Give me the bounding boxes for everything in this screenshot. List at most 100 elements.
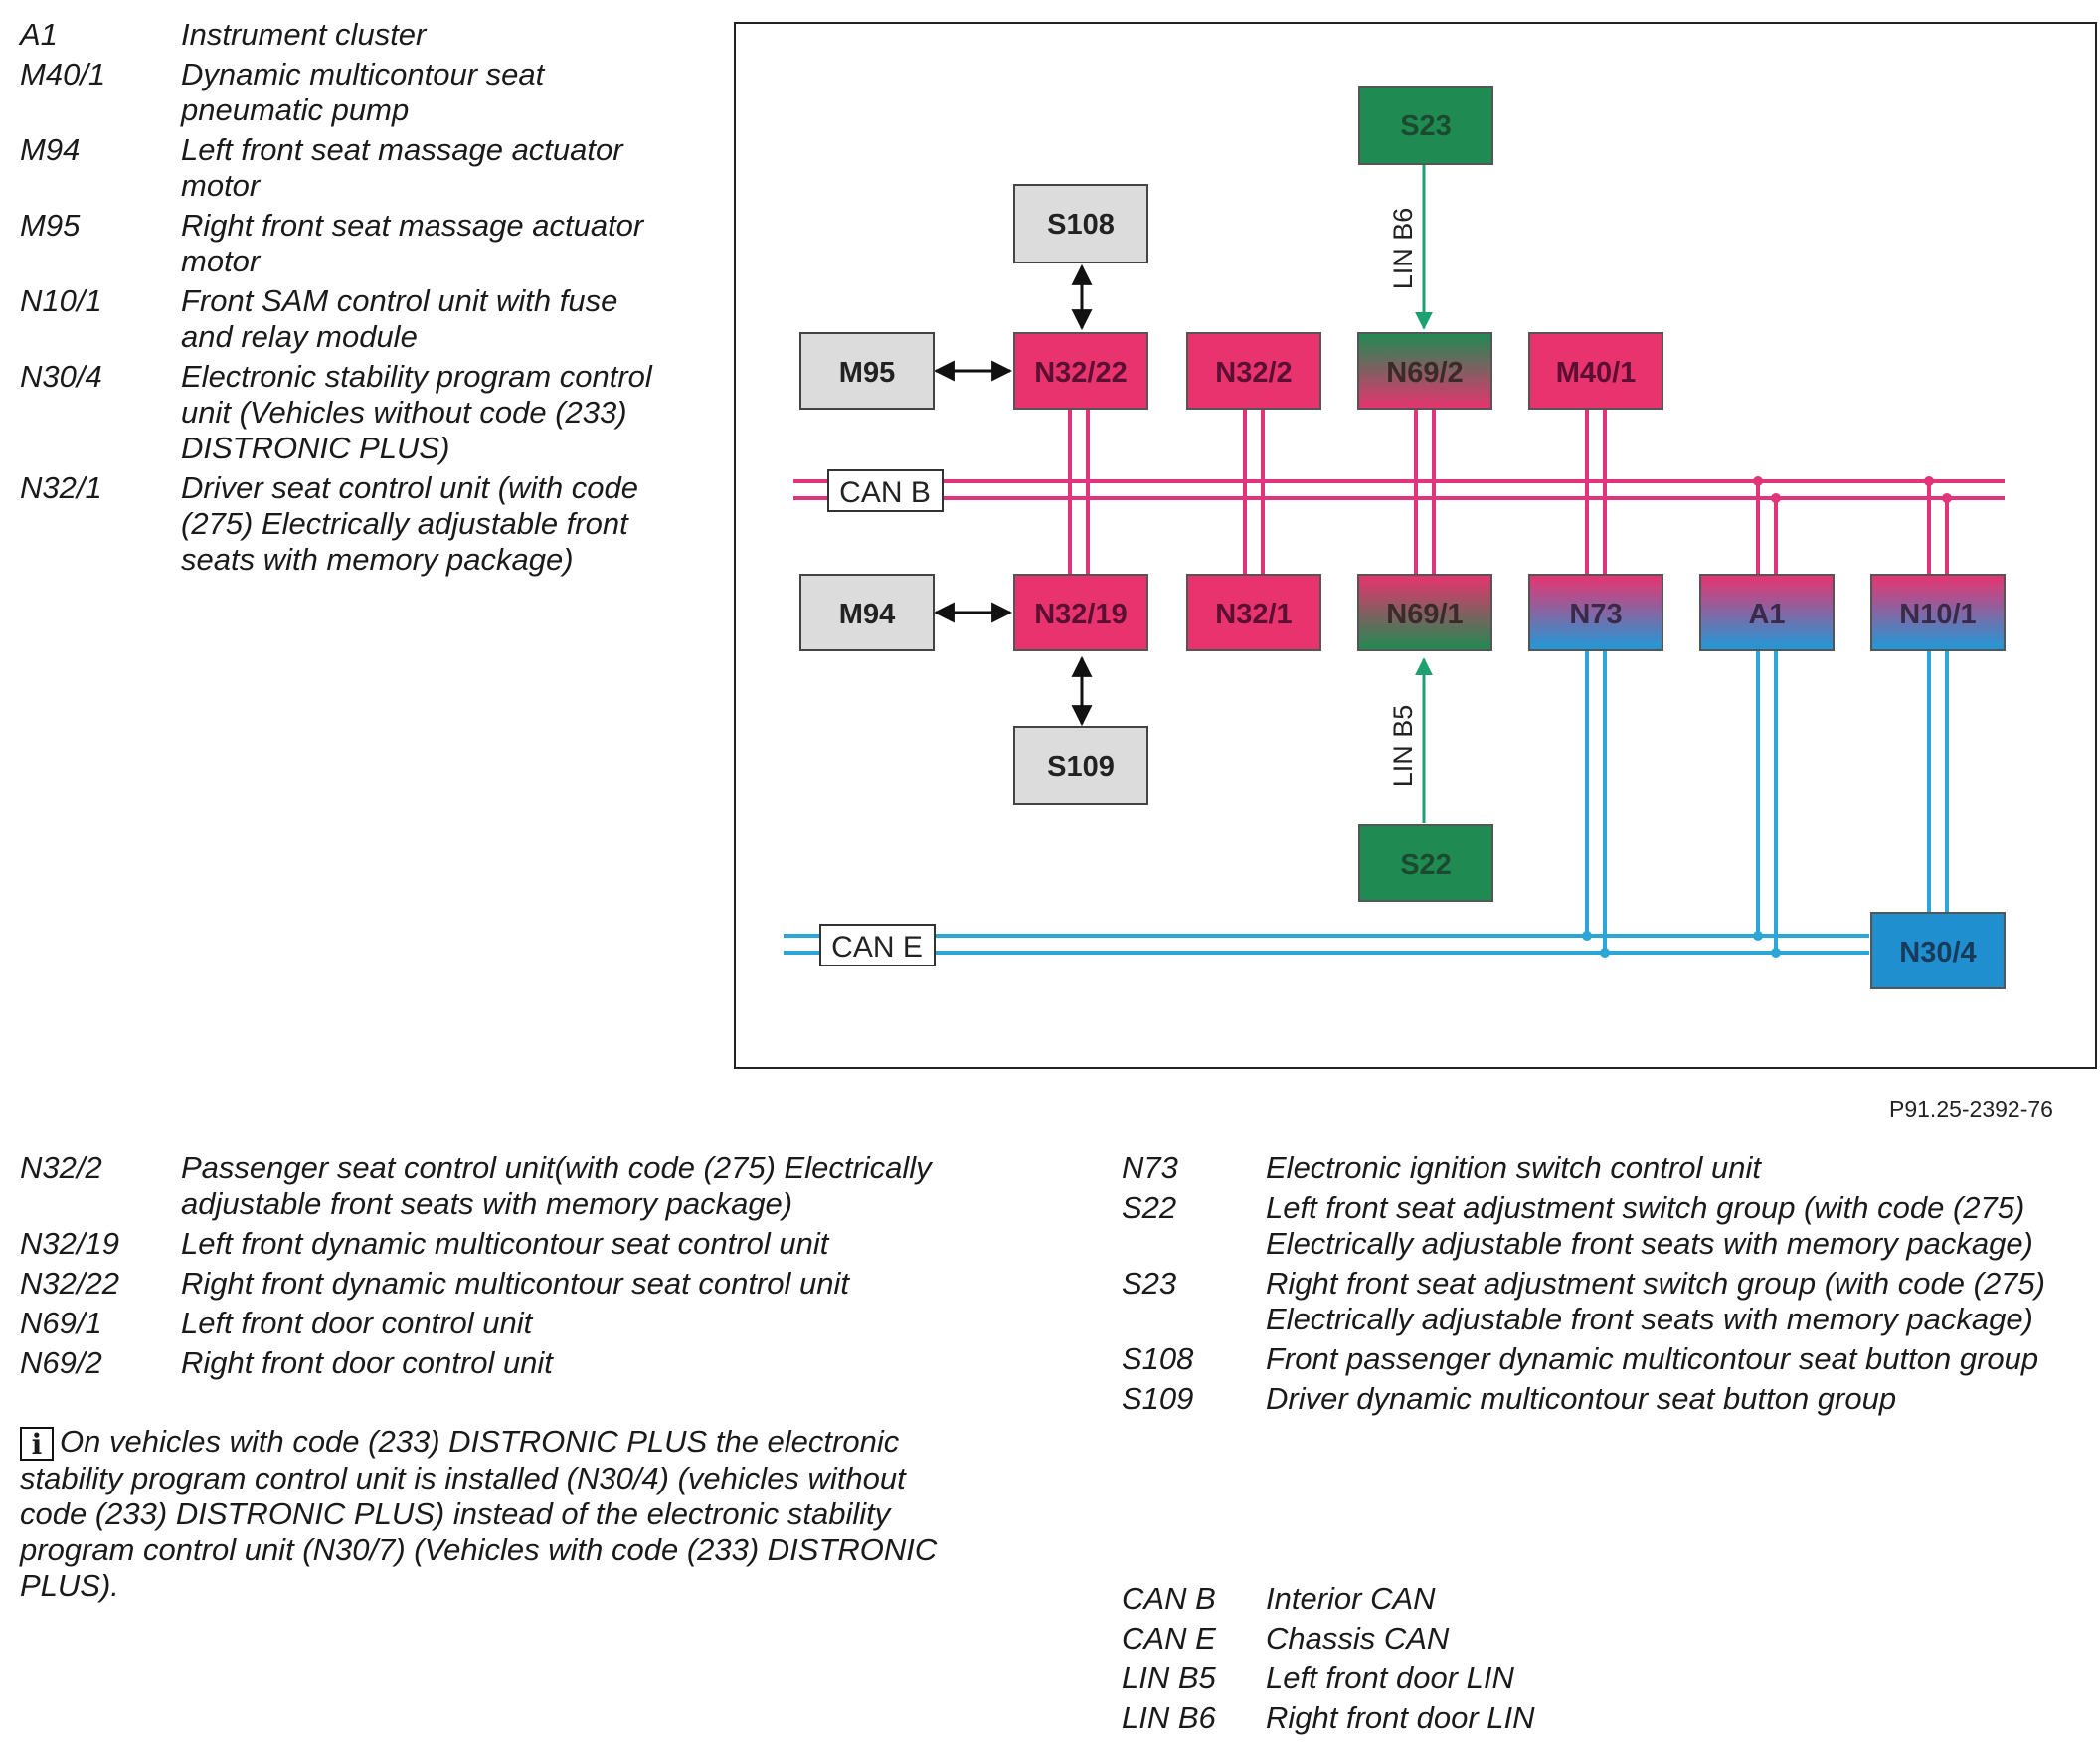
lin-b5-label: LIN B5 <box>1388 705 1418 788</box>
legend-description: Left front dynamic multicontour seat con… <box>181 1226 829 1261</box>
point-to-point-links <box>933 263 1093 727</box>
figure-reference: P91.25-2392-76 <box>1889 1096 2053 1122</box>
legend-code: N32/2 <box>20 1150 102 1185</box>
legend-description: Left front door LIN <box>1266 1661 1514 1695</box>
legend-description: Right front dynamic multicontour seat co… <box>181 1266 849 1301</box>
legend-code: N32/22 <box>20 1266 119 1301</box>
node-n10-1: N10/1 <box>1870 574 2006 651</box>
legend-code: N30/4 <box>20 359 102 394</box>
legend-description: Chassis CAN <box>1266 1621 1450 1656</box>
node-s108: S108 <box>1013 184 1148 263</box>
svg-text:M95: M95 <box>839 357 895 389</box>
legend-description: Instrument cluster <box>181 17 427 52</box>
svg-text:N32/22: N32/22 <box>1034 357 1128 389</box>
node-s109: S109 <box>1013 726 1148 805</box>
legend-code: N73 <box>1122 1150 1178 1185</box>
node-n30-4: N30/4 <box>1870 912 2006 989</box>
can-b-label: CAN B <box>827 469 944 512</box>
node-s23: S23 <box>1358 86 1493 165</box>
node-m95: M95 <box>799 332 935 410</box>
legend-description: Left front seat adjustment switch group … <box>1266 1190 2033 1261</box>
legend-code: S108 <box>1122 1341 1194 1376</box>
info-note-text: On vehicles with code (233) DISTRONIC PL… <box>20 1424 938 1603</box>
svg-text:S23: S23 <box>1400 110 1452 142</box>
legend-description: Left front door control unit <box>181 1306 533 1340</box>
svg-text:N69/2: N69/2 <box>1386 357 1463 389</box>
lin-b6-label: LIN B6 <box>1388 208 1418 290</box>
legend-row: N32/22 Right front dynamic multicontour s… <box>20 1266 1014 1302</box>
node-n32-22: N32/22 <box>1013 332 1148 410</box>
legend-description: Front passenger dynamic multicontour sea… <box>1266 1341 2039 1376</box>
legend-row: N32/1 Driver seat control unit (with code… <box>20 470 666 578</box>
legend-code: S109 <box>1122 1381 1194 1416</box>
node-m40-1: M40/1 <box>1528 332 1663 410</box>
legend-description: Interior CAN <box>1266 1581 1436 1616</box>
legend-code: N69/2 <box>20 1345 102 1380</box>
legend-code: M95 <box>20 208 81 243</box>
legend-description: Passenger seat control unit(with code (2… <box>181 1150 932 1221</box>
svg-text:N10/1: N10/1 <box>1899 599 1976 630</box>
legend-code: N32/19 <box>20 1226 119 1261</box>
legend-code: N10/1 <box>20 283 102 318</box>
legend-description: Right front seat adjustment switch group… <box>1266 1266 2045 1336</box>
legend-description: Left front seat massage actuator motor <box>181 132 623 203</box>
legend-row: M95 Right front seat massage actuator mot… <box>20 208 666 279</box>
legend-bottom-left: N32/2 Passenger seat control unit(with co… <box>20 1150 1014 1385</box>
can-e-label: CAN E <box>819 924 936 966</box>
node-n32-19: N32/19 <box>1013 574 1148 651</box>
legend-description: Electronic stability program control uni… <box>181 359 652 465</box>
bus-junctions <box>1753 476 1952 503</box>
legend-code: N32/1 <box>20 470 102 505</box>
legend-row: N10/1 Front SAM control unit with fuse an… <box>20 283 666 355</box>
svg-text:M40/1: M40/1 <box>1556 357 1637 389</box>
info-icon: i <box>20 1427 54 1461</box>
legend-description: Driver dynamic multicontour seat button … <box>1266 1381 1897 1416</box>
legend-description: Right front seat massage actuator motor <box>181 208 644 278</box>
svg-text:S109: S109 <box>1047 751 1115 783</box>
svg-text:N30/4: N30/4 <box>1899 937 1976 968</box>
can-e-bus <box>784 651 1949 955</box>
legend-description: Driver seat control unit (with code (275… <box>181 470 639 577</box>
legend-description: Front SAM control unit with fuse and rel… <box>181 283 618 354</box>
legend-row: S23 Right front seat adjustment switch gr… <box>1122 1266 2076 1337</box>
node-n73: N73 <box>1528 574 1663 651</box>
node-n69-1: N69/1 <box>1357 574 1492 651</box>
legend-description: Dynamic multicontour seat pneumatic pump <box>181 57 545 127</box>
legend-description: Right front door LIN <box>1266 1700 1535 1735</box>
legend-row: N32/19 Left front dynamic multicontour se… <box>20 1226 1014 1262</box>
can-b-bus <box>793 410 2005 577</box>
legend-row: N30/4 Electronic stability program contro… <box>20 359 666 466</box>
legend-code: M94 <box>20 132 81 167</box>
node-n69-2: N69/2 <box>1357 332 1492 410</box>
legend-row: S22 Left front seat adjustment switch gro… <box>1122 1190 2076 1262</box>
legend-row: N32/2 Passenger seat control unit(with co… <box>20 1150 1014 1222</box>
node-a1: A1 <box>1699 574 1835 651</box>
svg-text:N73: N73 <box>1569 599 1622 630</box>
node-m94: M94 <box>799 574 935 651</box>
legend-code: A1 <box>20 17 58 52</box>
legend-code: S23 <box>1122 1266 1177 1301</box>
network-diagram: CAN B CAN E LIN B6 LIN B5 S23 S108 M95 N… <box>734 22 2097 1069</box>
legend-row: LIN B6 Right front door LIN <box>1122 1700 2076 1736</box>
svg-text:M94: M94 <box>839 599 895 630</box>
svg-text:N32/2: N32/2 <box>1215 357 1292 389</box>
svg-text:A1: A1 <box>1748 599 1785 630</box>
legend-code: LIN B6 <box>1122 1700 1216 1735</box>
svg-text:S108: S108 <box>1047 209 1115 241</box>
legend-code: CAN B <box>1122 1581 1216 1616</box>
legend-code: S22 <box>1122 1190 1177 1225</box>
node-n32-1: N32/1 <box>1186 574 1321 651</box>
legend-row: M94 Left front seat massage actuator moto… <box>20 132 666 204</box>
svg-text:N32/1: N32/1 <box>1215 599 1292 630</box>
svg-text:S22: S22 <box>1400 849 1452 881</box>
legend-row: S108 Front passenger dynamic multicontour… <box>1122 1341 2076 1377</box>
